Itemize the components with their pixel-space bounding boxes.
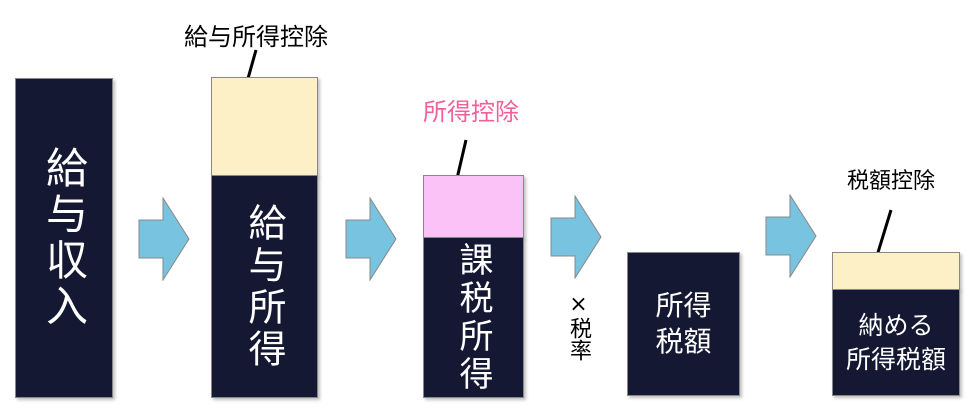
- taxable-income-text: 課税所得: [453, 241, 493, 394]
- salary-income-block: 給与収入: [15, 78, 113, 398]
- arrow-right-icon: [345, 197, 397, 281]
- salary-income-net-text: 給与所得: [242, 202, 286, 371]
- salary-deduction-label: 給与所得控除: [184, 23, 328, 51]
- income-deduction-label: 所得控除: [423, 98, 519, 126]
- income-tax-block: 所得 税額: [627, 252, 740, 396]
- salary-income-text: 給与収入: [39, 146, 89, 330]
- payable-tax-text-1: 納める: [858, 310, 934, 340]
- taxable-income-block: 課税所得: [423, 237, 524, 398]
- salary-deduction-block: [211, 77, 318, 176]
- income-deduction-block: [423, 175, 524, 238]
- income-tax-text-1: 所得: [655, 289, 712, 322]
- arrow-right-icon: [765, 194, 817, 278]
- tax-credit-block: [832, 252, 960, 290]
- arrow-right-icon: [138, 197, 190, 281]
- tax-credit-label: 税額控除: [847, 169, 936, 194]
- tax-rate-label: ×税率: [566, 292, 591, 361]
- payable-tax-block: 納める 所得税額: [832, 289, 960, 396]
- arrow-right-icon: [550, 195, 602, 279]
- salary-income-net-block: 給与所得: [211, 175, 318, 398]
- income-tax-text-2: 税額: [655, 325, 712, 358]
- payable-tax-text-2: 所得税額: [845, 344, 946, 374]
